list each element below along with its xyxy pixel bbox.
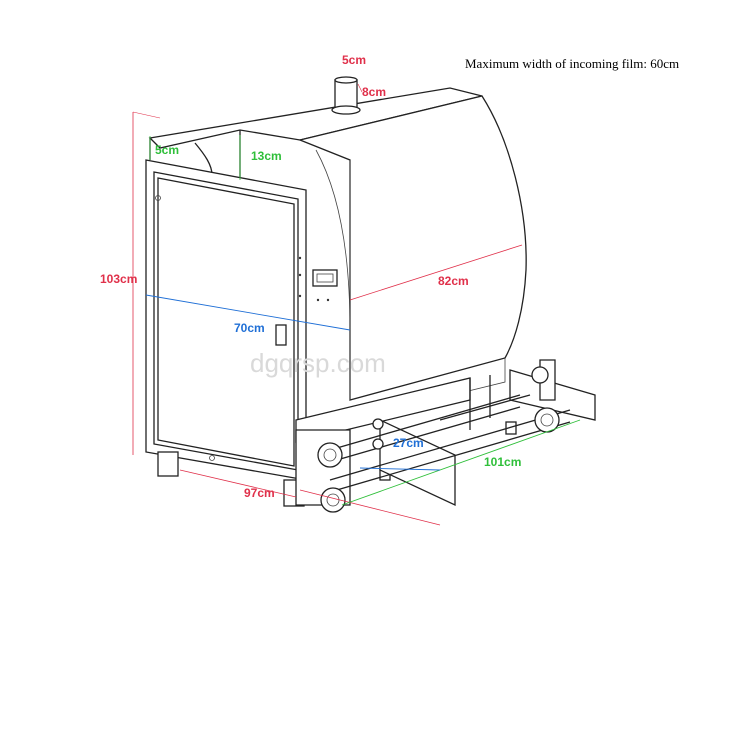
watermark: dgqrsp.com (250, 348, 386, 378)
dim-width: 97cm (244, 486, 275, 500)
dim-pipe-diameter: 5cm (342, 53, 366, 67)
dim-depth: 82cm (438, 274, 469, 288)
roller-rack (295, 359, 596, 513)
dimension-lines (132, 83, 581, 526)
shrink-oven-drawing (145, 76, 596, 513)
film-width-note: Maximum width of incoming film: 60cm (465, 56, 679, 71)
dim-height: 103cm (100, 272, 137, 286)
dim-rack-length: 101cm (484, 455, 521, 469)
dim-pipe-height: 8cm (362, 85, 386, 99)
exhaust-pipe (331, 76, 361, 115)
dim-side-gap: 5cm (155, 143, 179, 157)
front-door (145, 159, 307, 481)
tunnel-housing (297, 95, 527, 401)
dim-top-step: 13cm (251, 149, 282, 163)
dim-roller-gap: 27cm (393, 436, 424, 450)
dim-door-width: 70cm (234, 321, 265, 335)
